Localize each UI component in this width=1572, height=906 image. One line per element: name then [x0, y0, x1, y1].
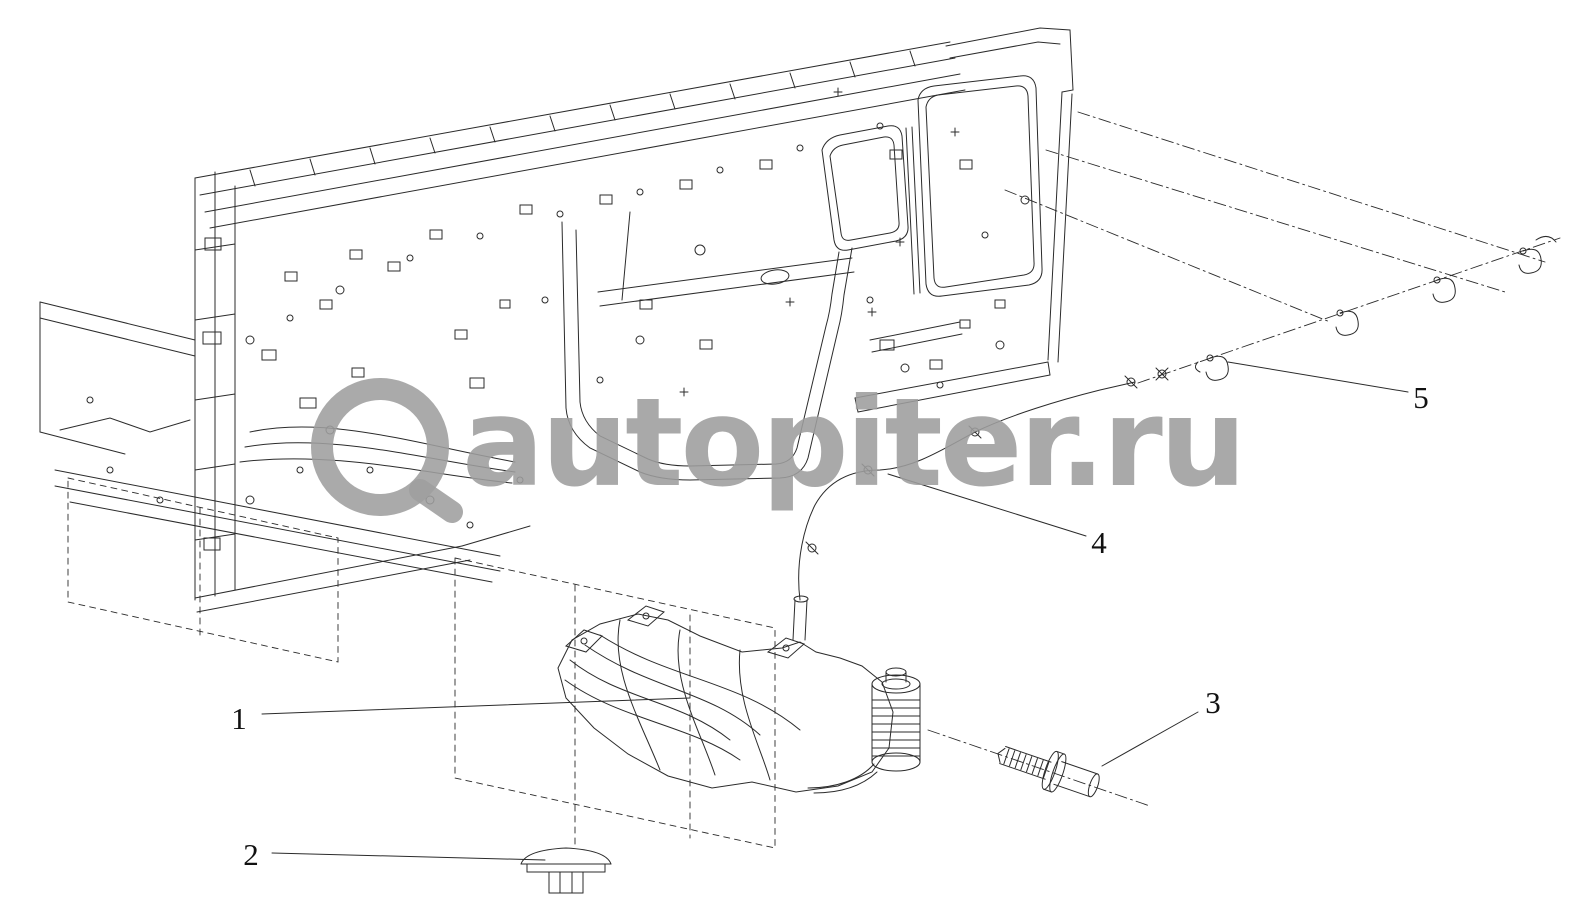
washer-reservoir-part — [557, 595, 921, 794]
bolt-part — [997, 746, 1100, 798]
autopiter-ring-logo — [311, 378, 463, 523]
leader-lines — [261, 361, 1409, 861]
callout-1: 1 — [231, 701, 247, 736]
nozzle-parts — [1155, 236, 1557, 381]
cab-body-wireframe — [39, 27, 1074, 613]
grommet-part — [520, 847, 612, 894]
hose-part — [798, 375, 1138, 601]
callout-2: 2 — [243, 837, 259, 872]
construction-lines — [67, 111, 1561, 849]
callout-4: 4 — [1091, 525, 1107, 560]
callout-5: 5 — [1413, 380, 1429, 415]
callout-3: 3 — [1205, 685, 1221, 720]
